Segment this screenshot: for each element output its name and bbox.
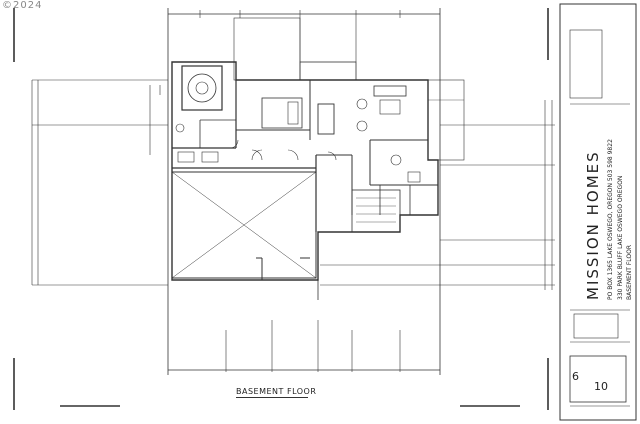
title-block: [559, 3, 637, 421]
project-address: 330 PARK BLUFF LAKE OSWEGO OREGON: [617, 176, 624, 300]
plan-title-underline: [236, 397, 308, 398]
pool-table: [317, 103, 335, 135]
company-name: MISSION HOMES: [584, 150, 602, 300]
plan-title: BASEMENT FLOOR: [236, 387, 317, 396]
sheet-number: 6: [572, 370, 579, 383]
sheet-title: BASEMENT FLOOR: [626, 245, 633, 300]
watermark: ©2024: [2, 0, 43, 11]
sheet-total: 10: [594, 380, 608, 393]
company-address: PO BOX 1365 LAKE OSWEGO, OREGON 503 598 …: [607, 139, 614, 300]
bed: [261, 97, 303, 129]
hot-tub: [181, 65, 223, 111]
building-outline: [171, 61, 439, 281]
